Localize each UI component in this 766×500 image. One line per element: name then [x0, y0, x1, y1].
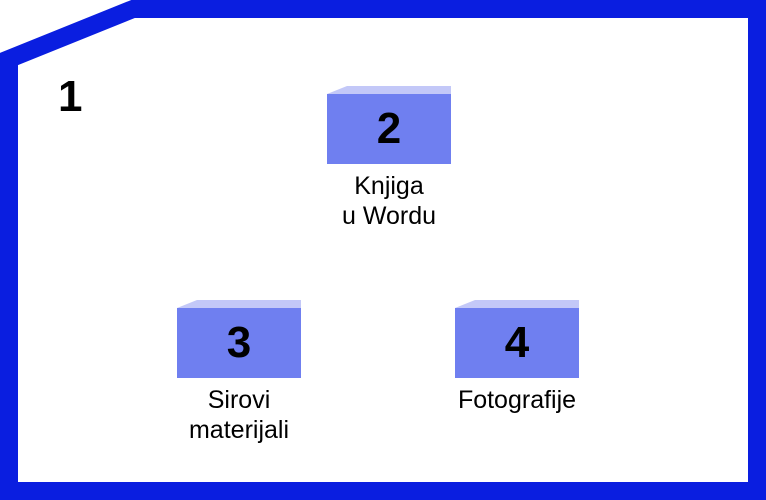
folder-number: 2: [327, 94, 451, 164]
folder-label: Sirovi materijali: [188, 386, 290, 444]
folder-tab: [455, 300, 579, 308]
folder-label: Fotografije: [457, 386, 577, 414]
folder-icon: 3: [177, 300, 301, 378]
folder-label: Knjiga u Wordu: [341, 172, 437, 230]
root-folder-number: 1: [58, 72, 83, 121]
folder-number: 3: [177, 308, 301, 378]
folder-tab: [177, 300, 301, 308]
folder-tab: [327, 86, 451, 94]
folder-number: 4: [455, 308, 579, 378]
folder-icon: 4: [455, 300, 579, 378]
folder-icon: 2: [327, 86, 451, 164]
